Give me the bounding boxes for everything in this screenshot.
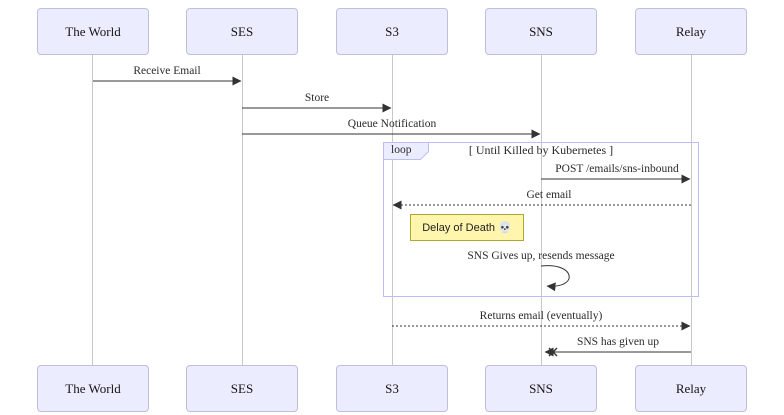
actor-box-relay-bottom: Relay	[635, 365, 747, 412]
actor-label-the-world: The World	[65, 23, 121, 39]
actor-label-s3: S3	[385, 380, 399, 396]
lifeline-s3	[392, 55, 393, 365]
actor-label-s3: S3	[385, 23, 399, 39]
lifeline-the-world	[92, 55, 93, 365]
note-delay-of-death: Delay of Death 💀	[410, 214, 524, 241]
actor-box-ses-bottom: SES	[186, 365, 298, 412]
message-label-store: Store	[304, 92, 330, 104]
actor-label-ses: SES	[230, 23, 254, 39]
actor-label-relay: Relay	[675, 23, 707, 39]
message-label-returns-email: Returns email (eventually)	[479, 310, 603, 322]
actor-box-relay-top: Relay	[635, 8, 747, 55]
actor-box-sns-bottom: SNS	[485, 365, 597, 412]
actor-box-sns-top: SNS	[485, 8, 597, 55]
message-label-sns-has-given-up: SNS has given up	[576, 336, 660, 348]
actor-label-ses: SES	[230, 380, 254, 396]
loop-fragment-box	[383, 142, 699, 297]
actor-label-sns: SNS	[529, 23, 553, 39]
message-label-receive-email: Receive Email	[133, 65, 201, 77]
message-label-queue-notification: Queue Notification	[347, 118, 437, 130]
actor-label-sns: SNS	[529, 380, 553, 396]
actor-box-s3-bottom: S3	[336, 365, 448, 412]
loop-label: loop	[391, 144, 412, 156]
message-label-get-email: Get email	[526, 189, 572, 201]
lifeline-ses	[242, 55, 243, 365]
lifeline-sns	[541, 55, 542, 365]
lost-message-cross-icon	[548, 347, 558, 357]
lifeline-relay	[691, 55, 692, 365]
actor-box-ses-top: SES	[186, 8, 298, 55]
actor-box-the-world-bottom: The World	[37, 365, 149, 412]
loop-condition-title: [ Until Killed by Kubernetes ]	[468, 143, 614, 157]
message-label-post-emails-sns-inbound: POST /emails/sns-inbound	[555, 163, 679, 175]
actor-box-the-world-top: The World	[37, 8, 149, 55]
actor-label-the-world: The World	[65, 380, 121, 396]
message-label-sns-gives-up: SNS Gives up, resends message	[467, 250, 615, 262]
actor-box-s3-top: S3	[336, 8, 448, 55]
actor-label-relay: Relay	[675, 380, 707, 396]
